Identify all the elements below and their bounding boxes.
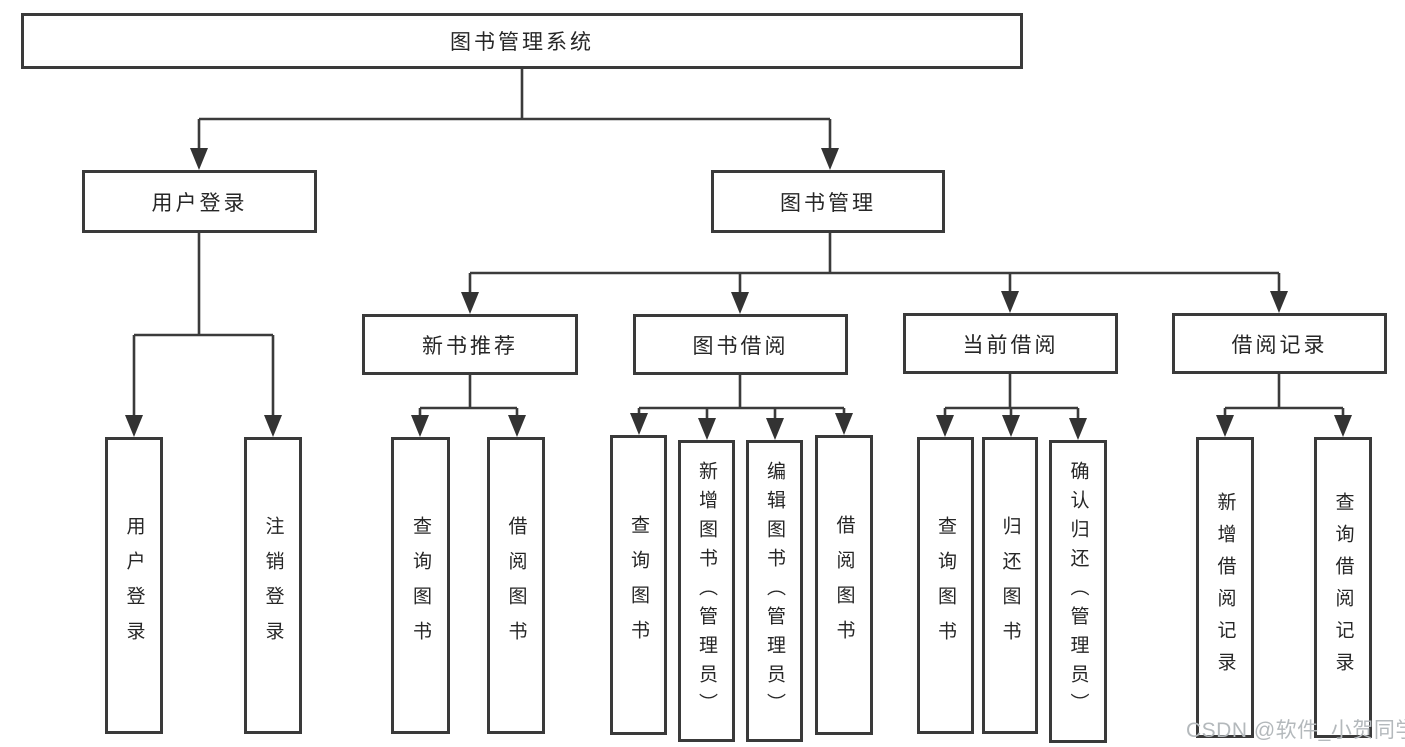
node-root-label: 图书管理系统 (450, 31, 594, 54)
leaf-newbook-borrow-books-label: 借阅图书 (505, 515, 527, 656)
node-borrow-records-label: 借阅记录 (1231, 333, 1328, 357)
arrowheads (125, 148, 1352, 440)
node-new-book-recommend-label: 新书推荐 (422, 334, 518, 358)
node-book-management: 图书管理 (711, 170, 945, 233)
node-book-management-label: 图书管理 (780, 191, 876, 215)
leaf-borrow-query-books-label: 查询图书 (628, 515, 649, 655)
leaf-user-login: 用户登录 (105, 437, 163, 734)
node-user-login: 用户登录 (82, 170, 317, 233)
leaf-query-borrow-record-label: 查询借阅记录 (1332, 491, 1354, 684)
leaf-add-borrow-record-label: 新增借阅记录 (1214, 491, 1236, 684)
node-root-library-system: 图书管理系统 (21, 13, 1023, 69)
node-new-book-recommend: 新书推荐 (362, 314, 578, 375)
leaf-borrow-borrow-books-label: 借阅图书 (833, 515, 855, 655)
node-book-borrow-label: 图书借阅 (692, 334, 789, 358)
leaf-return-books-label: 归还图书 (999, 515, 1021, 656)
leaf-edit-book-admin: 编辑图书（管理员） (746, 440, 803, 742)
node-borrow-records: 借阅记录 (1172, 313, 1387, 374)
node-current-borrow-label: 当前借阅 (962, 333, 1059, 357)
leaf-newbook-query-books: 查询图书 (391, 437, 450, 734)
leaf-logout-label: 注销登录 (262, 515, 284, 656)
leaf-confirm-return-admin: 确认归还（管理员） (1049, 440, 1107, 743)
leaf-user-login-label: 用户登录 (123, 515, 145, 656)
leaf-add-borrow-record: 新增借阅记录 (1196, 437, 1254, 738)
leaf-current-query-books: 查询图书 (917, 437, 974, 734)
leaf-confirm-return-admin-label: 确认归还（管理员） (1067, 461, 1089, 722)
csdn-watermark: CSDN @软件_小贺同学 (1186, 719, 1405, 742)
leaf-edit-book-admin-label: 编辑图书（管理员） (764, 460, 785, 722)
leaf-borrow-borrow-books: 借阅图书 (815, 435, 873, 735)
node-user-login-label: 用户登录 (151, 191, 248, 215)
node-book-borrow: 图书借阅 (633, 314, 848, 375)
leaf-add-book-admin: 新增图书（管理员） (678, 440, 735, 742)
leaf-logout: 注销登录 (244, 437, 302, 734)
leaf-current-query-books-label: 查询图书 (935, 515, 956, 656)
node-current-borrow: 当前借阅 (903, 313, 1118, 374)
leaf-add-book-admin-label: 新增图书（管理员） (696, 460, 717, 722)
leaf-newbook-borrow-books: 借阅图书 (487, 437, 545, 734)
leaf-borrow-query-books: 查询图书 (610, 435, 667, 735)
leaf-newbook-query-books-label: 查询图书 (410, 515, 431, 656)
leaf-return-books: 归还图书 (982, 437, 1038, 734)
leaf-query-borrow-record: 查询借阅记录 (1314, 437, 1372, 738)
